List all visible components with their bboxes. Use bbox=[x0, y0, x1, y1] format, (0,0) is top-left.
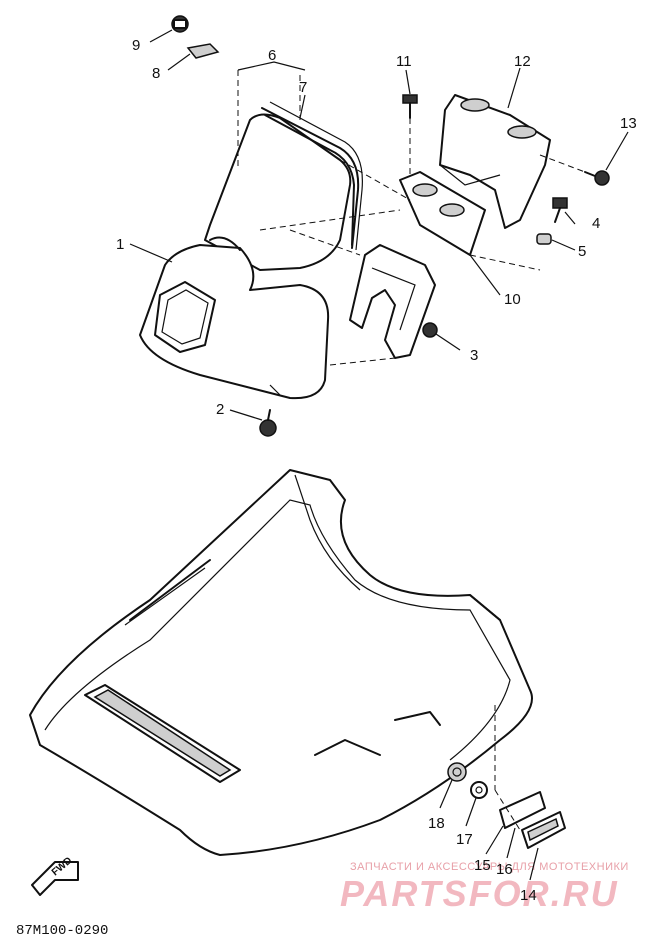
leader-lines bbox=[129, 29, 629, 881]
bracket-part-12 bbox=[439, 94, 551, 229]
callout-16: 16 bbox=[496, 861, 513, 878]
callout-labels: 9 8 6 7 1 2 3 4 5 10 11 12 13 18 17 15 1… bbox=[116, 37, 637, 904]
fwd-arrow: FWD bbox=[31, 855, 79, 896]
watermark: ЗАПЧАСТИ И АКСЕССУАРЫ ДЛЯ МОТОТЕХНИКИ PA… bbox=[340, 861, 629, 914]
callout-10: 10 bbox=[504, 291, 521, 308]
callout-14: 14 bbox=[520, 887, 537, 904]
callout-11: 11 bbox=[396, 53, 412, 70]
plate-part-14 bbox=[521, 811, 566, 849]
headlight-cowl-part-1 bbox=[139, 236, 330, 400]
callout-6: 6 bbox=[268, 47, 276, 64]
screw-part-11 bbox=[402, 94, 418, 119]
nut-part-18 bbox=[447, 762, 467, 782]
bracket-part-10 bbox=[399, 171, 486, 256]
diagram-code: 87M100-0290 bbox=[16, 923, 108, 939]
callout-15: 15 bbox=[474, 857, 491, 874]
body-cover-part bbox=[29, 469, 533, 856]
windscreen-seal-part-7 bbox=[261, 101, 363, 251]
collar-part-5 bbox=[536, 233, 552, 245]
callout-1: 1 bbox=[116, 236, 124, 253]
callout-13: 13 bbox=[620, 115, 637, 132]
callout-9: 9 bbox=[132, 37, 140, 54]
callout-5: 5 bbox=[578, 243, 586, 260]
callout-3: 3 bbox=[470, 347, 478, 364]
watermark-tagline: ЗАПЧАСТИ И АКСЕССУАРЫ ДЛЯ МОТОТЕХНИКИ bbox=[350, 861, 629, 873]
callout-8: 8 bbox=[152, 65, 160, 82]
assembly-guides-upper bbox=[237, 70, 586, 366]
windscreen-part-6 bbox=[204, 113, 355, 271]
bracket-part-16 bbox=[499, 791, 546, 829]
bracket-part-3 bbox=[349, 244, 438, 359]
bolt-part-9 bbox=[171, 15, 189, 33]
nut-plate-part-8 bbox=[186, 43, 220, 59]
watermark-logo: PARTSFOR.RU bbox=[340, 873, 619, 914]
callout-17: 17 bbox=[456, 831, 473, 848]
callout-2: 2 bbox=[216, 401, 224, 418]
assembly-guides-lower bbox=[494, 705, 521, 831]
screw-part-13 bbox=[584, 170, 610, 186]
callout-18: 18 bbox=[428, 815, 445, 832]
callout-4: 4 bbox=[592, 215, 600, 232]
screw-part-2 bbox=[259, 409, 277, 437]
bolt-part-4 bbox=[552, 197, 568, 223]
washer-part-17 bbox=[470, 781, 488, 799]
callout-12: 12 bbox=[514, 53, 531, 70]
callout-7: 7 bbox=[299, 79, 307, 96]
